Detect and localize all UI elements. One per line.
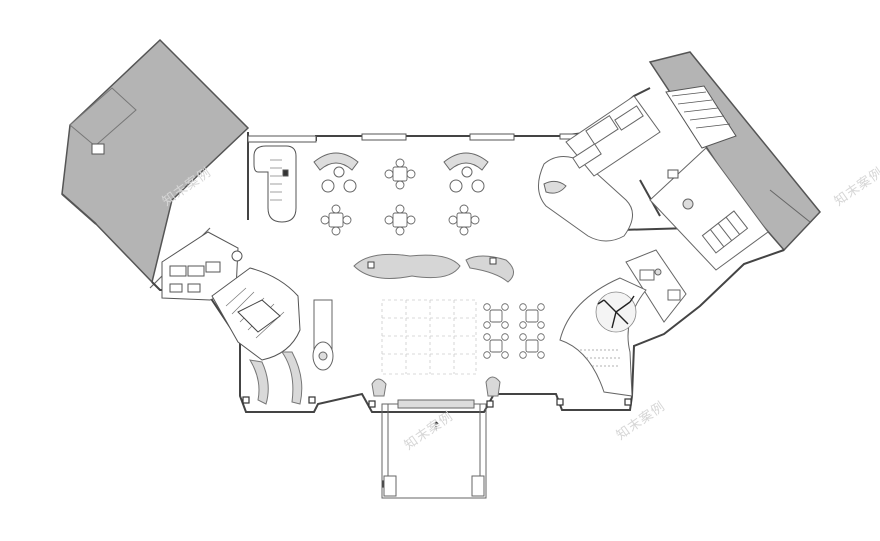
entrance-canopy: [381, 399, 487, 499]
spiral-stair: [211, 267, 301, 361]
building-outline: [151, 87, 785, 413]
left-stair: [253, 145, 297, 223]
service-bar: [312, 299, 334, 371]
right-offices: [565, 95, 769, 323]
grid-seating: [381, 299, 477, 375]
central-counters: [353, 253, 514, 283]
right-lounge: [538, 156, 633, 242]
restrooms: [161, 231, 243, 301]
right-organic-wall: [559, 277, 647, 397]
left-wing: [61, 38, 250, 289]
entrance-arrow-icon: ⇡: [431, 419, 441, 433]
right-wing-door: [667, 169, 679, 179]
lounge-seating: [313, 152, 489, 193]
organic-forms: [249, 351, 619, 405]
